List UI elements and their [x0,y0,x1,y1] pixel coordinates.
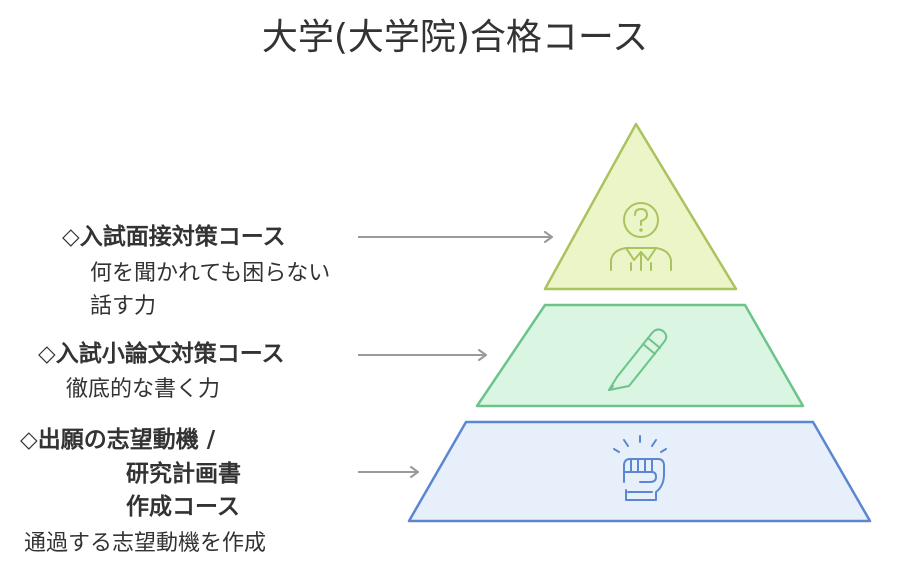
course-description-interview-line-1: 何を聞かれても困らない [90,261,331,286]
course-description-essay: 徹底的な書く力 [66,377,221,402]
pen-icon [608,328,668,391]
raised-fist-icon [613,435,667,501]
course-label-essay: ◇入試小論文対策コース [38,341,285,367]
course-label-application-line-2: 研究計画書 [126,461,241,487]
course-label-application-line-3: 作成コース [126,494,240,520]
page-title: 大学(大学院)合格コース [261,17,649,58]
course-label-application-line-1: ◇出願の志望動機 / [20,427,216,453]
person-question-icon [610,202,672,271]
pyramid-tier-middle [475,303,805,408]
course-description-application: 通過する志望動機を作成 [24,531,267,556]
course-label-interview: ◇入試面接対策コース [62,224,286,250]
pyramid-tier-top [543,122,738,291]
course-description-interview-line-2: 話す力 [90,294,157,319]
